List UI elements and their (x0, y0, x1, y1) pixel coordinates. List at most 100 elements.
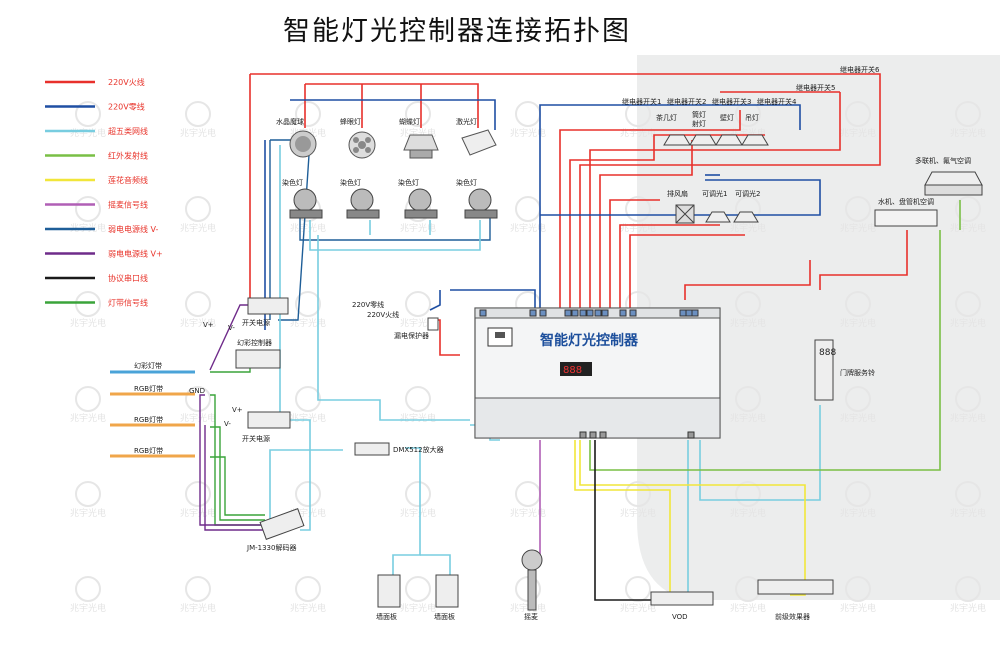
dmx-label: DMX512放大器 (393, 445, 444, 454)
door-bell-display: 888 (819, 348, 836, 358)
watermark-text: 兆宇光电 (510, 507, 546, 519)
controller-port[interactable] (619, 309, 627, 317)
watermark-text: 兆宇光电 (290, 317, 326, 329)
fixture-dye-2[interactable]: 染色灯 (340, 178, 380, 219)
legend-label: 红外发射线 (108, 151, 148, 161)
dye-1-label: 染色灯 (282, 178, 303, 187)
effects-label: 前级效果器 (775, 612, 810, 621)
controller-port[interactable] (564, 309, 572, 317)
watermark-text: 兆宇光电 (840, 127, 876, 139)
controller-port[interactable] (589, 431, 597, 439)
decoder[interactable]: JM-1330解码器 (246, 508, 305, 552)
fixture-crystal-ball[interactable]: 水晶魔球 (276, 117, 317, 158)
controller-port[interactable] (679, 309, 687, 317)
power-supply-top[interactable]: 开关电源 (242, 297, 289, 327)
fixture-dye-3[interactable]: 染色灯 (398, 178, 438, 219)
controller-port[interactable] (529, 309, 537, 317)
watermark-logo (185, 101, 211, 127)
fixture-dye-4[interactable]: 染色灯 (456, 178, 498, 219)
effects-processor[interactable]: 前级效果器 (757, 579, 834, 621)
smart-light-controller[interactable]: 888 智能灯光控制器 (474, 307, 721, 439)
pendant-label: 吊灯 (745, 113, 759, 122)
relay-6-label: 继电器开关6 (840, 65, 880, 74)
controller-port[interactable] (479, 309, 487, 317)
watermark-logo (75, 291, 101, 317)
controller-port[interactable] (539, 309, 547, 317)
watermark-text: 兆宇光电 (620, 507, 656, 519)
watermark-text: 兆宇光电 (400, 507, 436, 519)
controller-port[interactable] (601, 309, 609, 317)
exhaust-label: 排风扇 (667, 189, 688, 198)
dimmer-lamps[interactable]: 可调光1 可调光2 (702, 189, 760, 223)
microphone[interactable]: 摇麦 (521, 549, 543, 621)
watermark-text: 兆宇光电 (510, 127, 546, 139)
controller-port[interactable] (685, 309, 693, 317)
legend-label: 灯带信号线 (108, 298, 148, 308)
background-curve (637, 520, 1000, 649)
watermark-logo (625, 196, 651, 222)
relay-4-label: 继电器开关4 (757, 97, 797, 106)
door-bell-label: 门牌服务铃 (840, 368, 875, 377)
exhaust-fan[interactable]: 排风扇 (667, 189, 695, 224)
vod-box[interactable]: VOD (650, 591, 714, 621)
serial-wire (594, 440, 660, 601)
controller-port[interactable] (571, 309, 579, 317)
dmx-amplifier[interactable]: DMX512放大器 (354, 442, 444, 456)
watermark-logo (185, 576, 211, 602)
controller-port[interactable] (594, 309, 602, 317)
watermark-logo (735, 386, 761, 412)
decoder-label: JM-1330解码器 (246, 543, 296, 552)
wall-panel-1[interactable]: 墙面板 (376, 574, 401, 621)
watermark-logo (185, 196, 211, 222)
leak-protector[interactable] (427, 317, 439, 331)
color-controller[interactable]: 幻彩控制器 (235, 338, 281, 369)
live-label: 220V火线 (367, 310, 399, 319)
controller-port[interactable] (579, 309, 587, 317)
psu-bottom-label: 开关电源 (242, 434, 270, 443)
fan-coil-ac[interactable]: 水机、盘管机空调 (874, 197, 938, 227)
watermark-text: 兆宇光电 (840, 222, 876, 234)
watermark-text: 兆宇光电 (180, 412, 216, 424)
watermark-text: 兆宇光电 (400, 602, 436, 614)
watermark-logo (185, 481, 211, 507)
laser-label: 激光灯 (456, 117, 477, 126)
watermark-logo (185, 291, 211, 317)
fixture-dye-1[interactable]: 染色灯 (282, 178, 323, 219)
legend-label: 弱电电源线 V+ (108, 249, 163, 259)
mic-label: 摇麦 (524, 612, 538, 621)
fixture-butterfly[interactable]: 蝴蝶灯 (399, 117, 439, 159)
multi-split-ac[interactable]: 多联机、氟气空调 (915, 156, 983, 196)
shoot-2-label: 射灯 (692, 119, 706, 128)
door-bell[interactable]: 888 门牌服务铃 (814, 339, 875, 401)
controller-port[interactable] (687, 431, 695, 439)
relay-5-label: 继电器开关5 (796, 83, 835, 92)
watermark-logo (75, 196, 101, 222)
controller-port[interactable] (691, 309, 699, 317)
fixture-laser[interactable]: 激光灯 (456, 117, 497, 156)
controller-port[interactable] (629, 309, 637, 317)
watermark-text: 兆宇光电 (950, 317, 986, 329)
wall-panel-2-label: 墙面板 (434, 612, 455, 621)
leak-protector-label: 漏电保护器 (394, 331, 429, 340)
fixture-bee-eye[interactable]: 蜂眼灯 (340, 117, 376, 159)
watermark-logo (845, 386, 871, 412)
controller-port[interactable] (579, 431, 587, 439)
controller-label: 智能灯光控制器 (539, 332, 639, 349)
wall-panel-2[interactable]: 墙面板 (434, 574, 459, 621)
watermark-logo (955, 386, 981, 412)
power-supply-bottom[interactable]: 开关电源 (242, 411, 291, 443)
watermark-logo (955, 196, 981, 222)
watermark-logo (955, 291, 981, 317)
color-controller-label: 幻彩控制器 (237, 338, 272, 347)
watermark-text: 兆宇光电 (840, 602, 876, 614)
controller-port[interactable] (599, 431, 607, 439)
watermark-text: 兆宇光电 (730, 507, 766, 519)
controller-port[interactable] (586, 309, 594, 317)
watermark-logo (845, 481, 871, 507)
lamp-pendant[interactable]: 吊灯 (741, 113, 769, 146)
legend-label: 超五类网线 (108, 126, 148, 136)
watermark-text: 兆宇光电 (70, 412, 106, 424)
legend-label: 摇麦信号线 (108, 200, 148, 210)
